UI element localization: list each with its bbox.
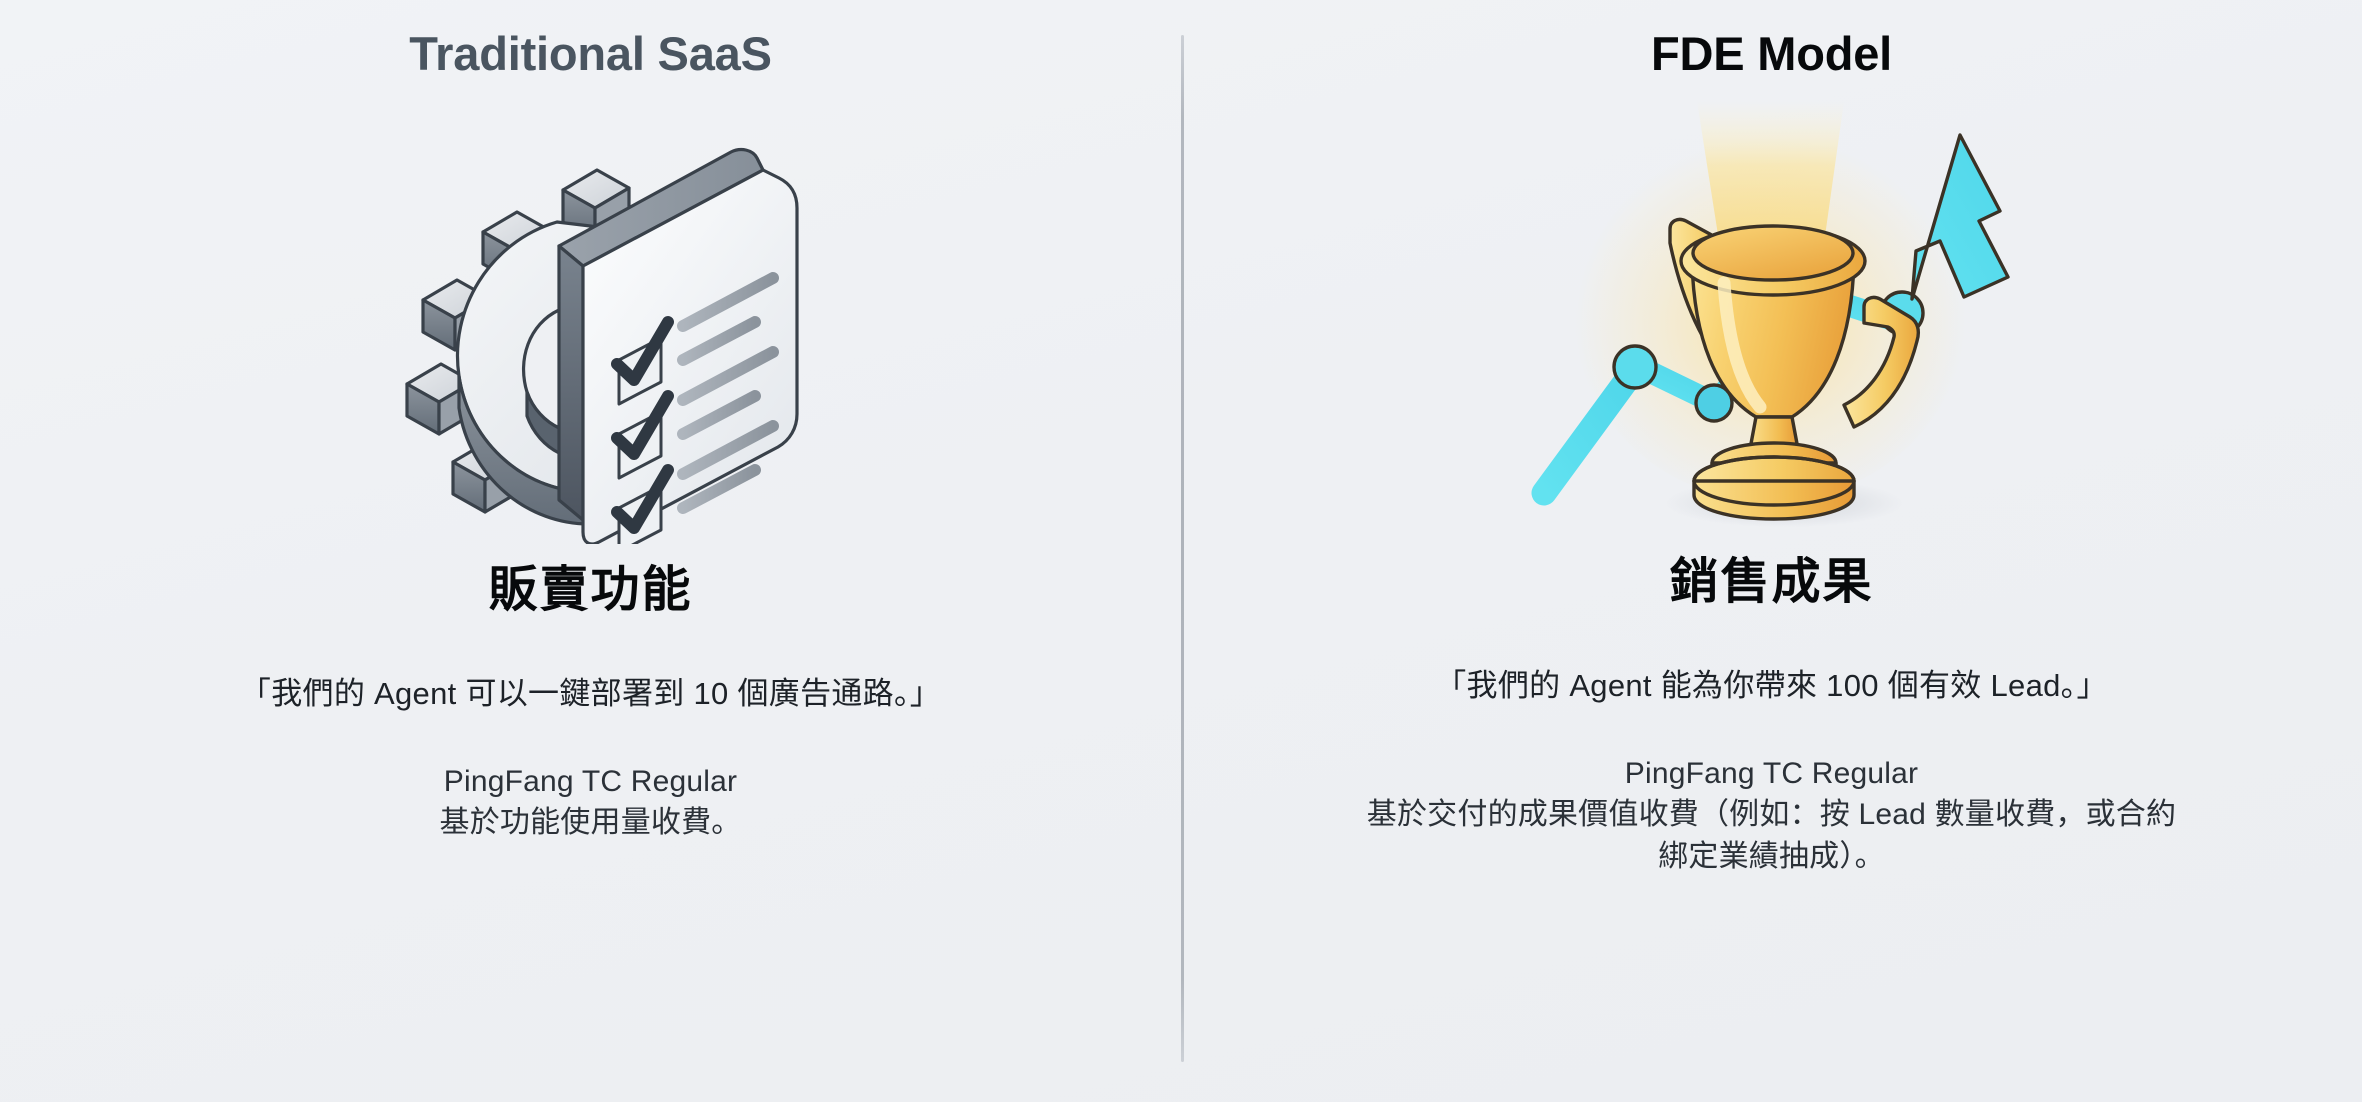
- note-body-right: 基於交付的成果價值收費（例如：按 Lead 數量收費，或合約綁定業績抽成）。: [1366, 798, 2177, 873]
- column-fde-model: FDE Model: [1181, 0, 2362, 1102]
- headline-traditional-saas: 販賣功能: [488, 563, 693, 618]
- note-traditional-saas: PingFang TC Regular 基於功能使用量收費。: [440, 761, 742, 844]
- note-body-left: 基於功能使用量收費。: [439, 806, 742, 840]
- column-title-fde-model: FDE Model: [1650, 27, 1893, 80]
- checklist-card-shape: [556, 148, 799, 545]
- note-fde-model: PingFang TC Regular 基於交付的成果價值收費（例如：按 Lea…: [1362, 753, 2182, 877]
- trophy-growth-illustration: [1492, 96, 2052, 546]
- trophy-growth-arrow-icon: [1531, 101, 2010, 528]
- column-traditional-saas: Traditional SaaS: [239, 27, 942, 844]
- gear-checklist-illustration: [311, 104, 871, 554]
- trophy-shape: [1667, 218, 1920, 522]
- note-font-label-right: PingFang TC Regular: [1624, 757, 1919, 791]
- quote-fde-model: 「我們的 Agent 能為你帶來 100 個有效 Lead。」: [1435, 667, 2108, 703]
- gear-checklist-icon: [404, 148, 799, 545]
- column-divider: [1181, 35, 1184, 1062]
- column-title-traditional-saas: Traditional SaaS: [409, 27, 772, 80]
- note-font-label-left: PingFang TC Regular: [443, 765, 738, 799]
- headline-fde-model: 銷售成果: [1669, 555, 1874, 610]
- quote-traditional-saas: 「我們的 Agent 可以一鍵部署到 10 個廣告通路。」: [239, 675, 942, 711]
